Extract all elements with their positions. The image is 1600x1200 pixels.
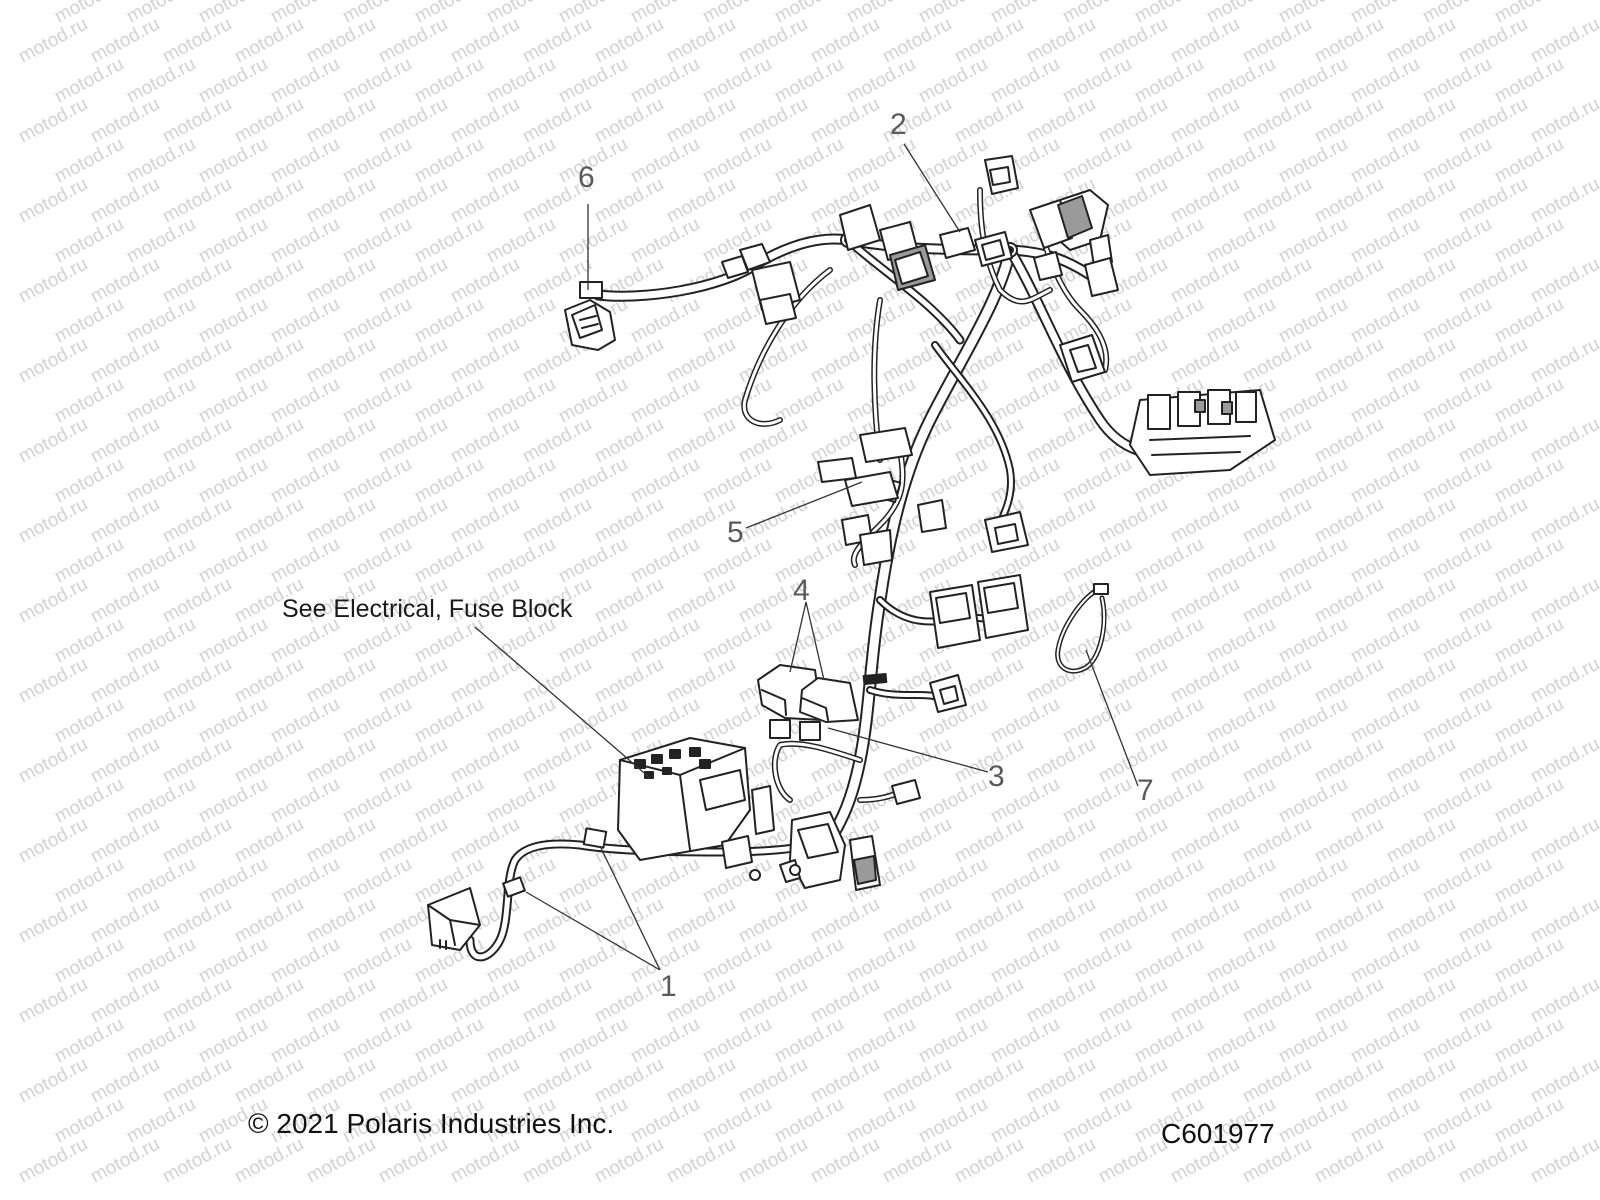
connector-2-part [939,155,1119,383]
mid-left-connectors [751,204,1029,805]
fuse-block-reference-note: See Electrical, Fuse Block [282,595,573,623]
relay-4-part [757,664,859,741]
callout-5: 5 [727,516,744,549]
callout-6: 6 [578,161,595,194]
copyright-text: © 2021 Polaris Industries Inc. [248,1108,615,1139]
callout-2: 2 [890,108,907,141]
diagram-code: C601977 [1161,1118,1275,1149]
callout-4: 4 [793,574,810,607]
connector-6-part [564,243,771,351]
leader-lines [474,143,1139,971]
ground-plug-1-part [427,827,608,951]
right-connector-bank [1129,389,1276,476]
fuse-block-part [617,737,801,881]
callout-1: 1 [660,970,677,1003]
callout-3: 3 [988,760,1005,793]
callout-7: 7 [1137,774,1154,807]
cable-tie-7-part [1055,583,1109,674]
paired-connectors [929,574,1029,649]
